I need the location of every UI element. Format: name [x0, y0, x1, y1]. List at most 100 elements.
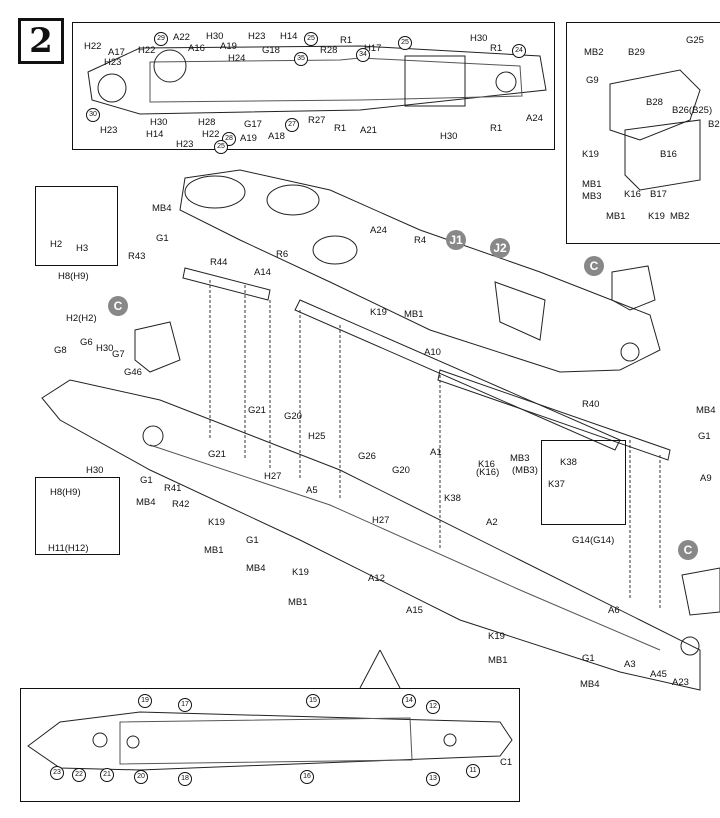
part-label: G6 [80, 337, 93, 348]
bottom-deck-inset [20, 688, 520, 802]
part-label: R40 [582, 399, 600, 410]
part-label: H30 [150, 117, 168, 128]
part-label: G1 [246, 535, 259, 546]
part-label: G1 [698, 431, 711, 442]
part-label: K37 [548, 479, 565, 490]
part-label: H2 [50, 239, 63, 250]
part-label: MB1 [288, 597, 308, 608]
part-label: G1 [140, 475, 153, 486]
part-label: K19 [488, 631, 505, 642]
part-label: R28 [320, 45, 338, 56]
part-number-circle: 24 [512, 44, 526, 58]
rail-a10 [294, 299, 621, 451]
part-label: MB4 [152, 203, 172, 214]
part-number-circle: 17 [178, 698, 192, 712]
part-label: A10 [424, 347, 441, 358]
part-label: A16 [188, 43, 205, 54]
part-label: MB1 [204, 545, 224, 556]
part-label: K19 [208, 517, 225, 528]
part-label: G20 [284, 411, 302, 422]
part-label: C1 [500, 757, 513, 768]
part-label: H23 [104, 57, 122, 68]
part-label: G8 [54, 345, 67, 356]
part-label: A14 [254, 267, 271, 278]
part-label: H30 [470, 33, 488, 44]
part-number-circle: 25 [214, 140, 228, 154]
part-number-circle: 15 [306, 694, 320, 708]
part-label: G21 [248, 405, 266, 416]
part-label: H22 [138, 45, 156, 56]
part-label: A12 [368, 573, 385, 584]
k37-k38-inset [541, 440, 626, 525]
part-label: A24 [370, 225, 387, 236]
part-label: MB2 [584, 47, 604, 58]
part-label: H14 [146, 129, 164, 140]
part-label: A21 [360, 125, 377, 136]
rail-r40 [437, 369, 671, 461]
callout-j2: J2 [490, 238, 510, 258]
part-label: MB1 [404, 309, 424, 320]
part-label: B2 [708, 119, 720, 130]
part-label: H23 [176, 139, 194, 150]
part-label: G9 [586, 75, 599, 86]
part-label: G25 [686, 35, 704, 46]
part-label: MB4 [696, 405, 716, 416]
part-label: H27 [264, 471, 282, 482]
part-number-circle: 22 [72, 768, 86, 782]
rail-r44 [182, 267, 271, 301]
part-number-circle: 27 [285, 118, 299, 132]
part-label: H17 [364, 43, 382, 54]
part-label: H11(H12) [48, 543, 89, 554]
h8-h11-inset [35, 477, 120, 555]
callout-j1: J1 [446, 230, 466, 250]
part-label: H8(H9) [50, 487, 81, 498]
part-label: R41 [164, 483, 182, 494]
callout-c: C [108, 296, 128, 316]
part-label: B29 [628, 47, 645, 58]
part-label: K38 [444, 493, 461, 504]
part-label: G18 [262, 45, 280, 56]
part-label: A45 [650, 669, 667, 680]
part-label: G26 [358, 451, 376, 462]
part-label: G14(G14) [572, 535, 615, 546]
part-number-circle: 30 [86, 108, 100, 122]
top-deck-inset [72, 22, 555, 150]
part-label: MB1 [606, 211, 626, 222]
part-label: R1 [490, 123, 503, 134]
step-number-badge: 2 [18, 18, 64, 64]
part-label: A19 [220, 41, 237, 52]
part-number-circle: 14 [402, 694, 416, 708]
part-label: A3 [624, 659, 636, 670]
part-label: A24 [526, 113, 543, 124]
main-hull [41, 379, 701, 691]
part-number-circle: 16 [300, 770, 314, 784]
part-label: G46 [124, 367, 142, 378]
part-label: H8(H9) [58, 271, 89, 282]
part-label: H2(H2) [66, 313, 97, 324]
part-label: H23 [100, 125, 118, 136]
part-label: R1 [340, 35, 353, 46]
part-label: H14 [280, 31, 298, 42]
part-label: R27 [308, 115, 326, 126]
part-label: B26(B25) [672, 105, 713, 116]
part-number-circle: 20 [134, 770, 148, 784]
part-number-circle: 12 [426, 700, 440, 714]
part-label: G1 [156, 233, 169, 244]
part-number-circle: 19 [138, 694, 152, 708]
part-number-circle: 13 [426, 772, 440, 786]
part-label: R43 [128, 251, 146, 262]
part-label: H22 [84, 41, 102, 52]
part-label: A6 [608, 605, 620, 616]
part-label: K19 [292, 567, 309, 578]
part-label: H28 [198, 117, 216, 128]
part-number-circle: 35 [294, 52, 308, 66]
callout-c: C [678, 540, 698, 560]
part-label: MB1 [582, 179, 602, 190]
part-number-circle: 29 [154, 32, 168, 46]
part-label: (K16) [476, 467, 500, 478]
part-label: G17 [244, 119, 262, 130]
part-label: G21 [208, 449, 226, 460]
part-label: MB3 [510, 453, 530, 464]
